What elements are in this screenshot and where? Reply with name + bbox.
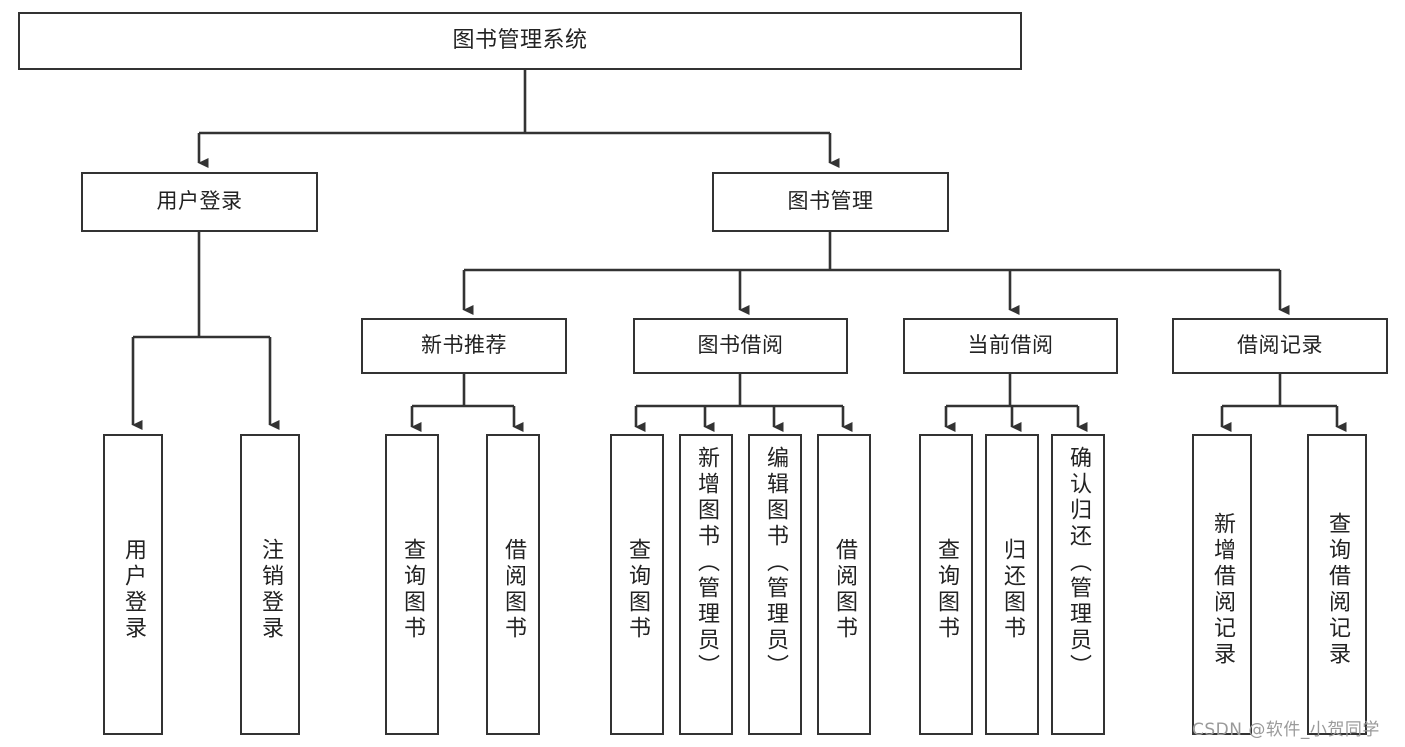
- node-leaf-cb-return-book[interactable]: 归还图书: [985, 434, 1039, 735]
- node-book-borrow[interactable]: 图书借阅: [633, 318, 848, 374]
- node-leaf-user-login[interactable]: 用户登录: [103, 434, 163, 735]
- node-root[interactable]: 图书管理系统: [18, 12, 1022, 70]
- node-leaf-bb-edit-book-label: 编辑图书（管理员）: [763, 446, 788, 680]
- node-new-book-recommend-label: 新书推荐: [421, 333, 507, 358]
- node-leaf-br-add-record-label: 新增借阅记录: [1210, 511, 1235, 668]
- node-leaf-nbr-borrow-book-label: 借阅图书: [501, 537, 526, 642]
- node-leaf-bb-query-book-label: 查询图书: [625, 537, 650, 642]
- node-leaf-br-query-record[interactable]: 查询借阅记录: [1307, 434, 1367, 735]
- node-leaf-bb-add-book-label: 新增图书（管理员）: [694, 446, 719, 680]
- node-current-borrow-label: 当前借阅: [967, 333, 1054, 358]
- node-leaf-nbr-query-book-label: 查询图书: [400, 537, 425, 642]
- node-user-login[interactable]: 用户登录: [81, 172, 318, 232]
- node-leaf-br-query-record-label: 查询借阅记录: [1325, 511, 1350, 668]
- node-leaf-logout-label: 注销登录: [258, 537, 283, 642]
- node-root-label: 图书管理系统: [452, 27, 588, 53]
- node-borrow-record[interactable]: 借阅记录: [1172, 318, 1388, 374]
- node-leaf-nbr-query-book[interactable]: 查询图书: [385, 434, 439, 735]
- csdn-watermark: CSDN @软件_小贺同学: [1192, 720, 1380, 740]
- node-book-management[interactable]: 图书管理: [712, 172, 949, 232]
- node-current-borrow[interactable]: 当前借阅: [903, 318, 1118, 374]
- node-user-login-label: 用户登录: [156, 189, 243, 214]
- node-leaf-bb-borrow-book[interactable]: 借阅图书: [817, 434, 871, 735]
- node-book-management-label: 图书管理: [787, 189, 874, 214]
- node-leaf-bb-borrow-book-label: 借阅图书: [832, 537, 857, 642]
- node-book-borrow-label: 图书借阅: [697, 333, 784, 358]
- node-leaf-bb-edit-book[interactable]: 编辑图书（管理员）: [748, 434, 802, 735]
- node-leaf-nbr-borrow-book[interactable]: 借阅图书: [486, 434, 540, 735]
- node-leaf-cb-query-book-label: 查询图书: [934, 537, 959, 642]
- node-leaf-cb-confirm-return[interactable]: 确认归还（管理员）: [1051, 434, 1105, 735]
- node-leaf-cb-return-book-label: 归还图书: [1000, 537, 1025, 642]
- node-leaf-cb-confirm-return-label: 确认归还（管理员）: [1066, 446, 1091, 680]
- node-leaf-logout[interactable]: 注销登录: [240, 434, 300, 735]
- node-leaf-bb-add-book[interactable]: 新增图书（管理员）: [679, 434, 733, 735]
- node-leaf-cb-query-book[interactable]: 查询图书: [919, 434, 973, 735]
- node-borrow-record-label: 借阅记录: [1237, 333, 1323, 358]
- node-leaf-br-add-record[interactable]: 新增借阅记录: [1192, 434, 1252, 735]
- node-new-book-recommend[interactable]: 新书推荐: [361, 318, 567, 374]
- node-leaf-user-login-label: 用户登录: [121, 537, 146, 642]
- node-leaf-bb-query-book[interactable]: 查询图书: [610, 434, 664, 735]
